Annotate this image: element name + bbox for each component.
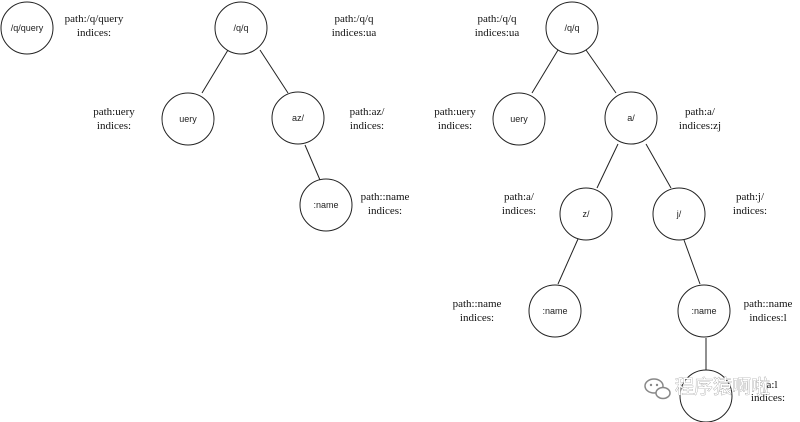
node-j-label: j/ [676,209,682,219]
annot-a-path: path:a/ [685,106,716,118]
edge-z-name [557,238,579,285]
node-j [652,187,706,241]
edge-a-j [645,143,672,189]
edge-qq-uery [201,49,229,94]
node-z [559,187,613,241]
annot-z-indices: indices: [502,205,536,217]
annotations: path:/q/query indices: path:/q/q indices… [65,13,793,404]
edge-qq-a [585,49,617,94]
wechat-icon [644,378,671,400]
annot-name-z-path: path::name [453,298,502,310]
edge-a-z [596,143,619,189]
node-name-j [677,284,731,338]
tree-nodes: /q/query /q/q uery az/ :name /q/q uery a… [0,1,733,422]
edge-qq-uery-2 [531,49,559,94]
annot-q-query-path: path:/q/query [65,13,124,25]
annot-z-path: path:a/ [504,191,535,203]
edge-qq-az [259,49,289,94]
tree-edges [201,49,707,370]
watermark: 程序猿啊啦 a:l [644,376,778,400]
node-qq-2 [545,1,599,55]
annot-qq-path: path:/q/q [334,13,374,25]
annot-name-indices: indices: [368,205,402,217]
watermark-suffix: a:l [767,379,778,391]
node-qq-2-label: /q/q [564,23,579,33]
node-z-label: z/ [582,209,590,219]
node-q-query [0,1,54,55]
annot-name-j-path: path::name [744,298,793,310]
node-name [299,178,353,232]
node-a [604,91,658,145]
node-l [679,369,733,422]
annot-az-indices: indices: [350,120,384,132]
annot-qq-2-path: path:/q/q [477,13,517,25]
node-a-label: a/ [627,113,635,123]
edge-j-name [683,239,701,285]
watermark-text: 程序猿啊啦 [675,376,770,398]
annot-name-j-indices: indices:l [749,312,786,324]
annot-l-indices: indices: [751,392,785,404]
node-uery [161,92,215,146]
annot-name-z-indices: indices: [460,312,494,324]
node-q-query-label: /q/query [11,23,44,33]
annot-q-query-indices: indices: [77,27,111,39]
node-name-label: :name [313,200,338,210]
annot-qq-2-indices: indices:ua [475,27,520,39]
annot-a-indices: indices:zj [679,120,721,132]
node-qq-label: /q/q [233,23,248,33]
annot-name-path: path::name [361,191,410,203]
node-name-j-label: :name [691,306,716,316]
node-uery-2 [492,92,546,146]
node-name-z-label: :name [542,306,567,316]
annot-qq-indices: indices:ua [332,27,377,39]
node-uery-label: uery [179,114,197,124]
annot-uery-2-indices: indices: [438,120,472,132]
node-az-label: az/ [292,113,305,123]
annot-uery-indices: indices: [97,120,131,132]
node-uery-2-label: uery [510,114,528,124]
annot-az-path: path:az/ [350,106,386,118]
node-name-z [528,284,582,338]
annot-uery-2-path: path:uery [434,106,476,118]
edge-az-name [304,144,321,181]
annot-j-indices: indices: [733,205,767,217]
annot-uery-path: path:uery [93,106,135,118]
node-qq [214,1,268,55]
annot-j-path: path:j/ [736,191,765,203]
node-az [271,91,325,145]
